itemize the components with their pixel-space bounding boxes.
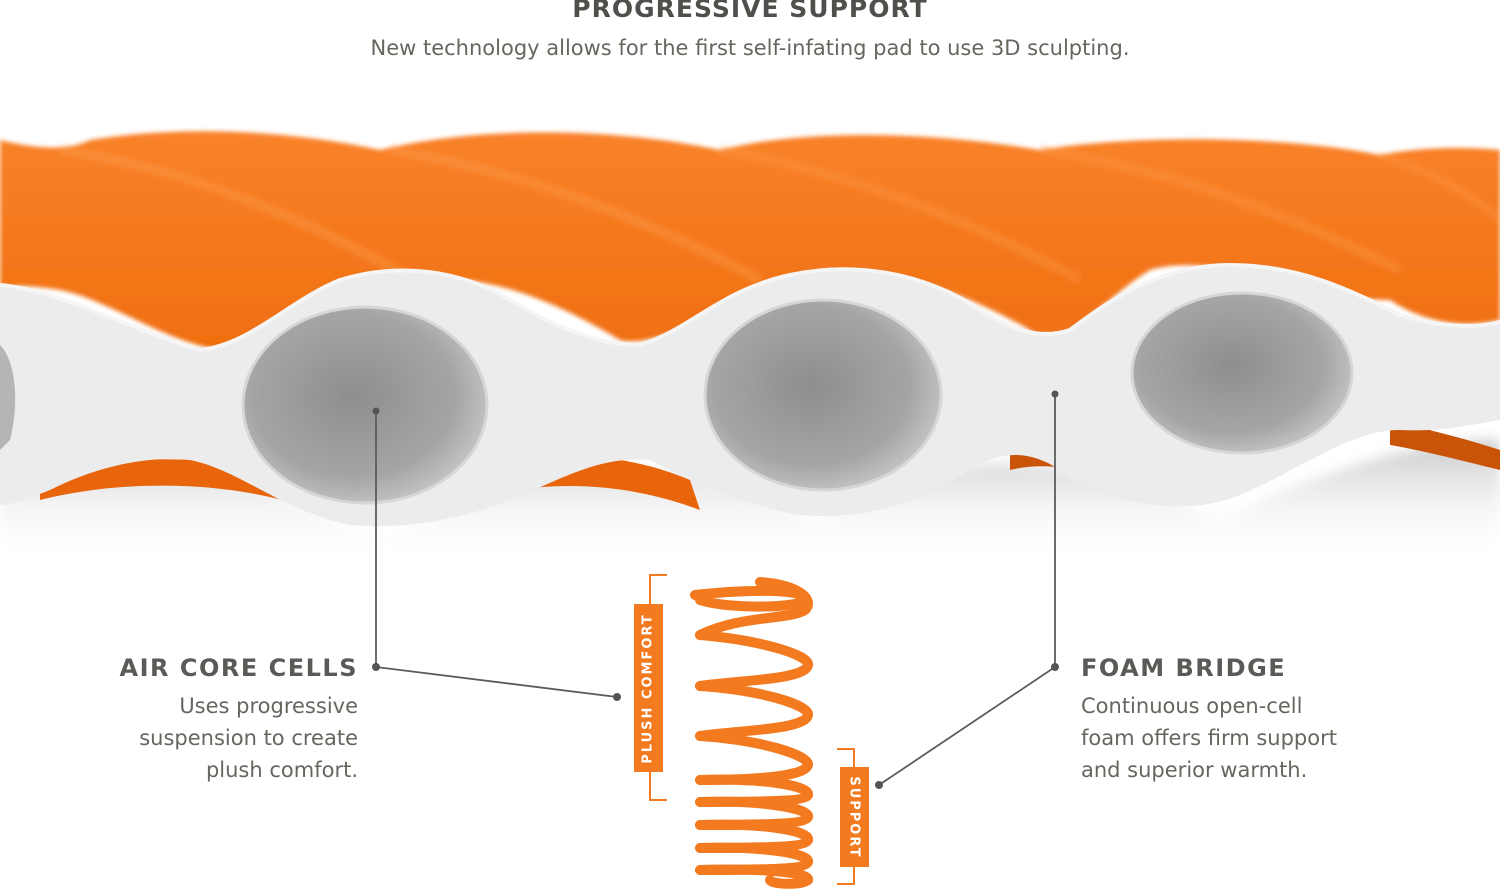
callout-foam-bridge: FOAM BRIDGE Continuous open-cell foam of… (1081, 654, 1401, 786)
pad-top-surface (0, 131, 1500, 350)
air-core-cell-partial (0, 345, 16, 450)
air-core-cell (243, 307, 487, 503)
air-core-cell (1132, 293, 1352, 453)
spring-brackets (649, 574, 855, 885)
air-core-cell (705, 300, 941, 490)
callout-air-core-cells: AIR CORE CELLS Uses progressive suspensi… (80, 654, 358, 786)
spring-icon (690, 577, 813, 889)
page-title: PROGRESSIVE SUPPORT (572, 0, 928, 23)
callout-title: FOAM BRIDGE (1081, 654, 1287, 682)
support-label: SUPPORT (840, 767, 869, 867)
page-subtitle: New technology allows for the first self… (370, 36, 1130, 60)
callout-title: AIR CORE CELLS (119, 654, 358, 682)
plush-comfort-label: PLUSH COMFORT (634, 604, 663, 772)
callout-description: Uses progressive suspension to create pl… (139, 694, 358, 782)
callout-lines (372, 390, 1059, 789)
callout-description: Continuous open-cell foam offers firm su… (1081, 694, 1337, 782)
